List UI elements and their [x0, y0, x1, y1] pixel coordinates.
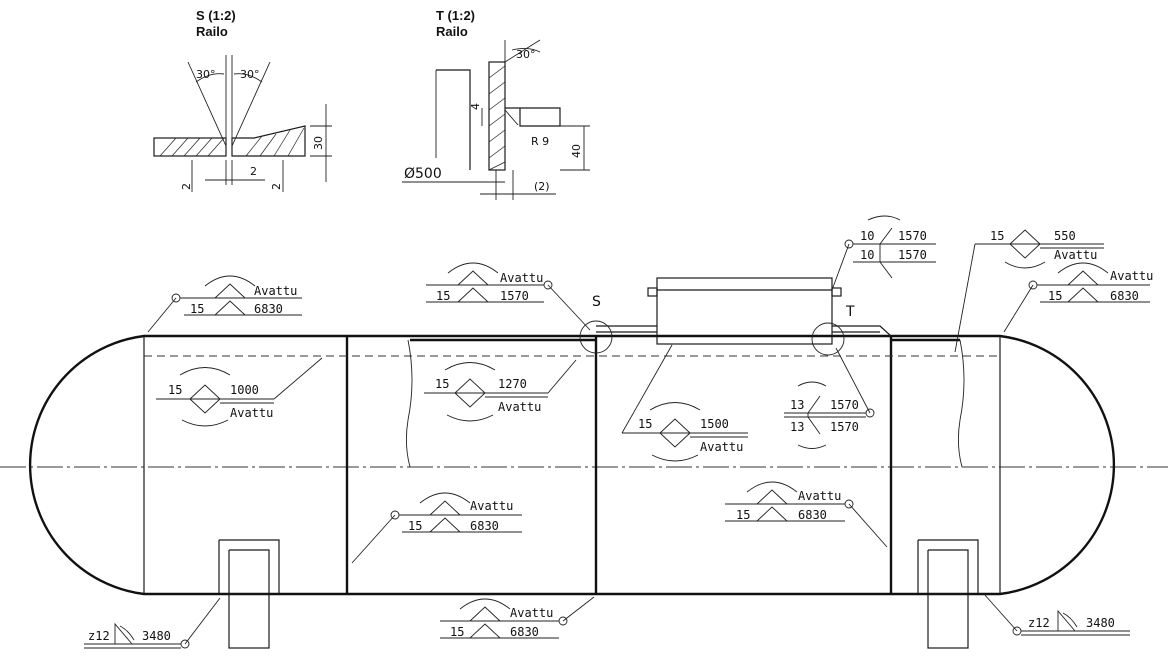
svg-text:6830: 6830: [254, 302, 283, 316]
weld-symbol: z12 3480: [84, 597, 221, 649]
svg-text:1570: 1570: [830, 398, 859, 412]
plate-right: [231, 125, 306, 157]
svg-text:13: 13: [790, 398, 804, 412]
svg-text:6830: 6830: [470, 519, 499, 533]
dim-left-thk: 2: [180, 183, 193, 190]
weld-symbol: Avattu 15 1570: [426, 262, 591, 331]
svg-text:1570: 1570: [830, 420, 859, 434]
svg-text:15: 15: [990, 229, 1004, 243]
weld-symbol: Avattu 15 6830: [1003, 262, 1153, 333]
svg-text:Avattu: Avattu: [500, 271, 543, 285]
svg-text:6830: 6830: [798, 508, 827, 522]
detail-s-title: S (1:2): [196, 8, 236, 23]
svg-text:1570: 1570: [500, 289, 529, 303]
svg-text:z12: z12: [88, 629, 110, 643]
t-dim-40: 40: [570, 144, 583, 158]
svg-text:z12: z12: [1028, 616, 1050, 630]
svg-text:15: 15: [1048, 289, 1062, 303]
detail-t: T (1:2) Railo 30° 4 R 9 40 Ø500 (2): [402, 8, 590, 200]
detail-s: S (1:2) Railo 30° 30° 2 2 2 30: [153, 8, 332, 192]
weld-symbol: 1500 15 Avattu: [621, 344, 748, 462]
weld-symbol: Avattu 15 6830: [147, 275, 302, 333]
angle-right: 30°: [240, 68, 260, 81]
svg-text:15: 15: [435, 377, 449, 391]
svg-text:10: 10: [860, 248, 874, 262]
svg-text:10: 10: [860, 229, 874, 243]
svg-text:6830: 6830: [1110, 289, 1139, 303]
svg-text:Avattu: Avattu: [510, 606, 553, 620]
angle-left: 30°: [196, 68, 216, 81]
weld-symbol: 1270 15 Avattu: [424, 359, 577, 422]
detail-t-subtitle: Railo: [436, 24, 468, 39]
marker-s: S: [592, 294, 601, 310]
svg-text:550: 550: [1054, 229, 1076, 243]
svg-text:1000: 1000: [230, 383, 259, 397]
t-diameter: Ø500: [404, 166, 442, 182]
manway: [656, 277, 833, 345]
t-angle: 30°: [516, 48, 536, 61]
weld-symbol: Avattu 15 6830: [725, 481, 888, 548]
weld-symbol: 15 550 Avattu: [954, 229, 1104, 353]
weld-symbol: 13 1570 13 1570: [784, 347, 875, 449]
t-dim-2: (2): [534, 180, 550, 193]
svg-text:15: 15: [190, 302, 204, 316]
svg-text:Avattu: Avattu: [1110, 269, 1153, 283]
svg-text:3480: 3480: [1086, 616, 1115, 630]
marker-t: T: [845, 304, 855, 320]
t-dim-4: 4: [469, 103, 482, 110]
svg-text:15: 15: [736, 508, 750, 522]
detail-s-subtitle: Railo: [196, 24, 228, 39]
weld-symbol: Avattu 15 6830: [440, 596, 595, 639]
svg-text:Avattu: Avattu: [1054, 248, 1097, 262]
svg-text:15: 15: [450, 625, 464, 639]
svg-text:Avattu: Avattu: [498, 400, 541, 414]
detail-t-title: T (1:2): [436, 8, 475, 23]
marker-circle-s: [579, 320, 613, 354]
svg-text:1270: 1270: [498, 377, 527, 391]
svg-text:Avattu: Avattu: [230, 406, 273, 420]
svg-text:15: 15: [168, 383, 182, 397]
nozzle-wall: [488, 61, 506, 171]
saddle-left: [218, 539, 280, 594]
svg-text:Avattu: Avattu: [470, 499, 513, 513]
weld-symbol: Avattu 15 6830: [351, 492, 522, 564]
weld-symbol: 1000 15 Avattu: [156, 357, 323, 427]
svg-text:1570: 1570: [898, 229, 927, 243]
svg-text:15: 15: [408, 519, 422, 533]
svg-text:Avattu: Avattu: [700, 440, 743, 454]
svg-text:13: 13: [790, 420, 804, 434]
svg-text:1500: 1500: [700, 417, 729, 431]
tank-body: S T: [0, 277, 1168, 649]
dim-right-thk: 2: [270, 183, 283, 190]
weld-symbols: Avattu 15 6830 Avattu 15 1570 10 15: [84, 215, 1153, 649]
svg-text:3480: 3480: [142, 629, 171, 643]
dim-height: 30: [312, 136, 325, 150]
svg-text:6830: 6830: [510, 625, 539, 639]
saddle-right: [917, 539, 979, 594]
svg-text:Avattu: Avattu: [798, 489, 841, 503]
dim-gap: 2: [250, 165, 257, 178]
tank-shell: [28, 334, 1116, 596]
svg-text:15: 15: [638, 417, 652, 431]
svg-text:1570: 1570: [898, 248, 927, 262]
plate-left: [153, 137, 227, 157]
marker-circle-t: [811, 322, 845, 356]
weld-symbol: 10 1570 10 1570: [831, 215, 936, 291]
weld-symbol: z12 3480: [983, 593, 1130, 636]
svg-text:15: 15: [436, 289, 450, 303]
t-radius: R 9: [531, 135, 549, 148]
svg-text:Avattu: Avattu: [254, 284, 297, 298]
